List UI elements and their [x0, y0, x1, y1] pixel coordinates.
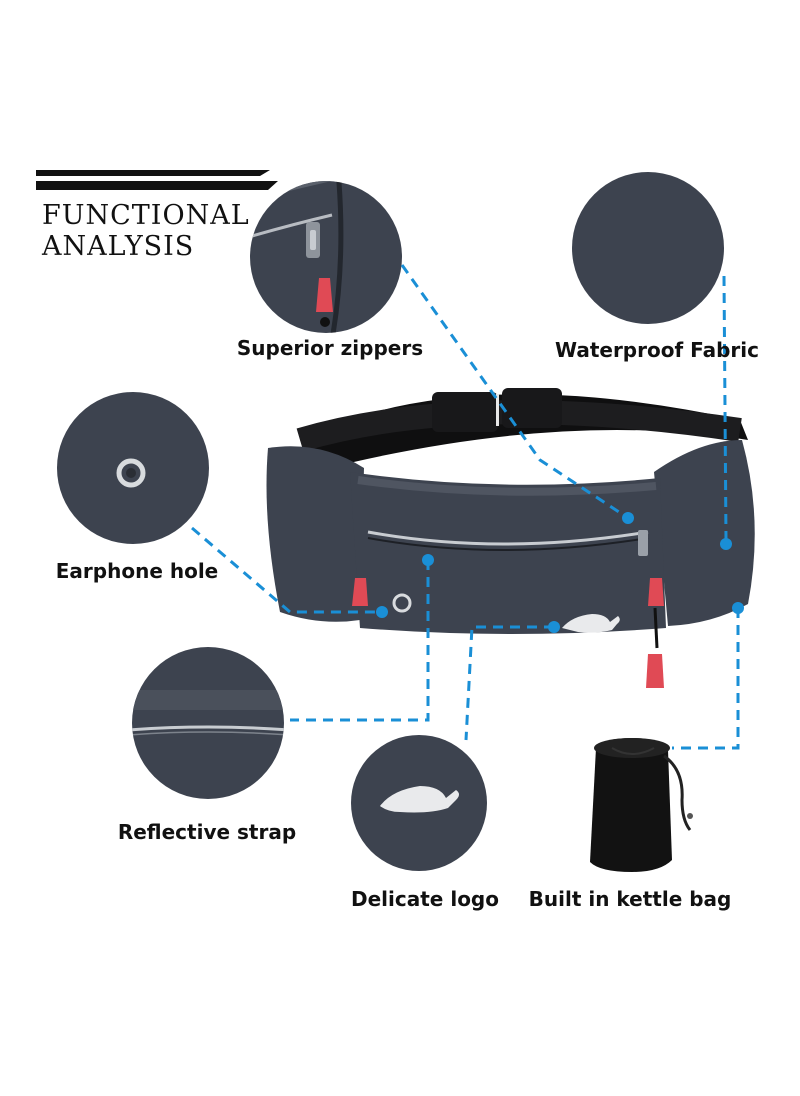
caption-kettle-bag: Built in kettle bag	[528, 887, 732, 911]
caption-superior-zippers: Superior zippers	[236, 336, 424, 360]
belt-product	[266, 388, 755, 688]
pointer-lines	[191, 264, 740, 750]
caption-reflective-strap: Reflective strap	[117, 820, 297, 844]
caption-earphone-hole: Earphone hole	[55, 559, 219, 583]
earphone-hole-icon	[57, 392, 209, 544]
caption-waterproof-fabric: Waterproof Fabric	[554, 338, 760, 362]
reflective-strap-icon	[132, 647, 284, 799]
zipper-icon	[250, 181, 402, 333]
title-line-1: FUNCTIONAL	[42, 200, 250, 231]
fabric-icon	[572, 172, 724, 324]
kettle-bag-icon	[590, 738, 693, 872]
header-stripes	[36, 170, 278, 190]
logo-icon	[351, 735, 487, 871]
pointer-dots	[376, 512, 744, 633]
caption-delicate-logo: Delicate logo	[351, 887, 499, 911]
title-line-2: ANALYSIS	[42, 231, 195, 262]
